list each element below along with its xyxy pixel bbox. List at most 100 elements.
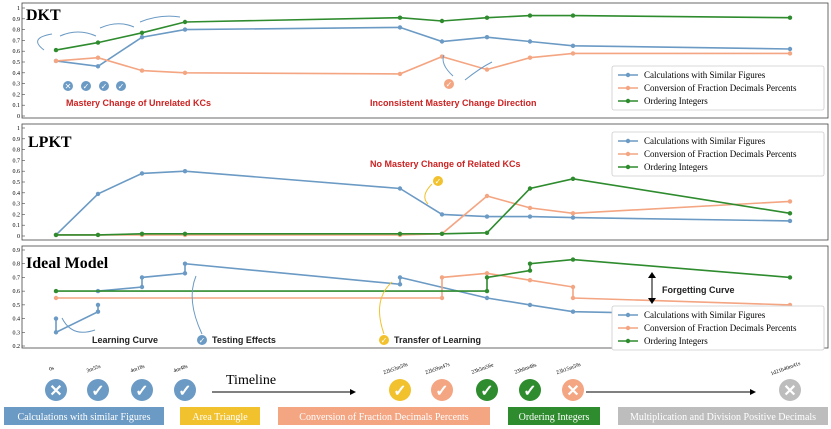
time-tick-label: 3m55s <box>86 364 102 375</box>
ideal-panel-frame <box>21 245 829 349</box>
cross-icon: ✕ <box>566 383 579 400</box>
lpkt-annotation-no-change: No Mastery Change of Related KCs <box>370 159 521 169</box>
time-tick-label: 22h53m59s <box>383 362 409 376</box>
data-point <box>182 231 188 236</box>
y-tick-label: 0.8 <box>13 28 21 34</box>
time-tick-label: 0s <box>48 365 55 372</box>
data-point <box>787 199 793 204</box>
data-point <box>182 70 188 76</box>
legend-swatch-dot <box>625 85 631 91</box>
y-tick-label: 0 <box>17 114 20 120</box>
data-point <box>397 282 403 287</box>
ideal-testing-check-icon <box>197 335 207 345</box>
data-point <box>484 275 490 280</box>
legend-layer: Calculations with Similar FiguresConvers… <box>611 65 825 351</box>
dkt-annotation-inconsistent: Inconsistent Mastery Change Direction <box>370 98 537 108</box>
data-point <box>439 231 445 236</box>
legend-label: Calculations with Similar Figures <box>644 310 766 320</box>
timeline-arrowhead-2 <box>750 389 756 395</box>
arrow-curve-4 <box>139 15 181 23</box>
y-tick-label: 0.3 <box>13 202 21 208</box>
data-point <box>570 215 576 220</box>
kc-label-text: Area Triangle <box>192 412 248 423</box>
data-point <box>527 55 533 60</box>
data-point <box>95 40 101 45</box>
dkt-marker-check-icon <box>116 81 126 91</box>
legend-label: Conversion of Fraction Decimals Percents <box>644 83 797 93</box>
data-point <box>484 35 490 40</box>
data-point <box>484 193 490 199</box>
data-point <box>570 211 576 216</box>
timeline-label: Timeline <box>226 373 276 388</box>
ideal-title: Ideal Model <box>26 255 109 272</box>
arrow-curve-1 <box>37 33 53 51</box>
y-tick-label: 0.9 <box>13 17 21 23</box>
data-point <box>484 67 490 72</box>
timeline-mark-icon <box>45 379 67 401</box>
data-point <box>397 71 403 77</box>
data-point <box>527 214 533 219</box>
data-point <box>570 257 576 262</box>
dkt-marker-check-icon <box>81 81 91 91</box>
dkt-marker-check-glyph: ✓ <box>101 82 108 91</box>
data-point <box>787 15 793 20</box>
cross-icon: ✕ <box>783 383 796 400</box>
data-point <box>397 15 403 20</box>
data-point <box>95 191 101 197</box>
legend-box <box>611 65 825 111</box>
y-tick-label: 0.4 <box>13 191 21 197</box>
legend-label: Calculations with Similar Figures <box>644 70 766 80</box>
lpkt-title: LPKT <box>28 134 72 151</box>
data-point <box>787 218 793 224</box>
timeline-mark-icon <box>431 379 453 401</box>
data-point <box>95 55 101 60</box>
data-point <box>53 47 59 53</box>
data-point <box>527 39 533 44</box>
data-point <box>397 25 403 30</box>
time-tick-label: 23h5m56e <box>471 362 495 376</box>
y-tick-label: 0.8 <box>13 148 21 154</box>
dkt-marker-check-glyph: ✓ <box>83 82 90 91</box>
time-tick-label: 4m18s <box>130 364 146 375</box>
ideal-annotation-testing: Testing Effects <box>212 335 276 345</box>
series-line <box>55 26 791 68</box>
series-line <box>55 304 99 334</box>
data-point <box>570 309 576 314</box>
legend-swatch-dot <box>625 151 631 157</box>
data-point <box>527 268 533 273</box>
data-point <box>439 18 445 24</box>
arrow-curve-6 <box>464 61 493 81</box>
check-icon: ✓ <box>178 383 191 400</box>
y-tick-label: 0.7 <box>13 275 21 281</box>
y-tick-label: 0.2 <box>13 92 21 98</box>
y-tick-label: 0.5 <box>13 60 21 66</box>
legend-label: Conversion of Fraction Decimals Percents <box>644 323 797 333</box>
ideal-annotation-transfer: Transfer of Learning <box>394 335 481 345</box>
data-point <box>527 302 533 308</box>
data-point <box>439 39 445 44</box>
ideal-annotation-forgetting: Forgetting Curve <box>662 285 735 295</box>
data-point <box>53 330 59 335</box>
y-tick-label: 0.6 <box>13 169 21 175</box>
series-line <box>55 14 791 51</box>
data-point <box>53 295 59 301</box>
data-point <box>484 15 490 20</box>
y-tick-label: 0.8 <box>13 262 21 268</box>
data-point <box>182 169 188 174</box>
y-tick-label: 0.1 <box>13 103 21 109</box>
kc-label-box <box>618 407 828 425</box>
data-point <box>570 51 576 56</box>
legend-box <box>611 131 825 177</box>
data-point <box>53 232 59 238</box>
time-tick-label: 1d21h40m41s <box>770 361 801 377</box>
y-tick-label: 0.9 <box>13 137 21 143</box>
check-icon: ✓ <box>135 383 148 400</box>
y-tick-label: 0.7 <box>13 158 21 164</box>
kc-label-box <box>4 407 164 425</box>
arrow-curve-2 <box>59 31 97 37</box>
time-tick-label: 22h59m47s <box>425 362 451 376</box>
kc-label-text: Ordering Integers <box>519 412 590 423</box>
data-point <box>139 35 145 40</box>
